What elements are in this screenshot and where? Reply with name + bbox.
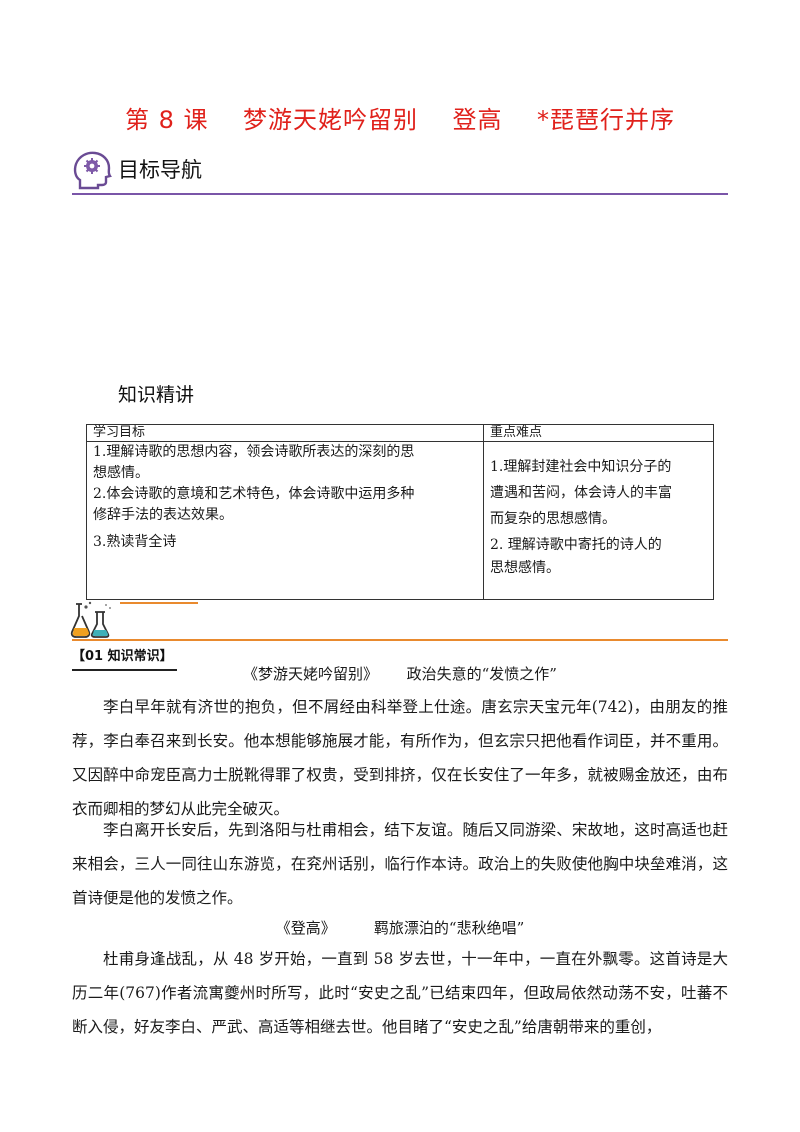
learning-goals-cell: 1.理解诗歌的思想内容，领会诗歌所表达的深刻的思 想感情。 2.体会诗歌的意境和…: [86, 441, 484, 600]
goal-line: 想感情。: [93, 465, 149, 481]
section-label: 【01 知识常识】: [72, 645, 177, 671]
goal-navigation-heading: 目标导航: [118, 158, 202, 182]
key-point-line: 而复杂的思想感情。: [490, 511, 616, 527]
section-accent-line: [120, 602, 198, 604]
goal-line: 1.理解诗歌的思想内容，领会诗歌所表达的深刻的思: [93, 444, 415, 460]
lesson-title: 第 8 课 梦游天姥吟留别 登高 *琵琶行并序: [124, 106, 676, 134]
goals-table-body-row: 1.理解诗歌的思想内容，领会诗歌所表达的深刻的思 想感情。 2.体会诗歌的意境和…: [86, 441, 714, 600]
key-point-line: 思想感情。: [490, 560, 560, 576]
section-divider: [72, 639, 728, 641]
key-point-line: 2. 理解诗歌中寄托的诗人的: [490, 537, 662, 553]
header-learning-goals: 学习目标: [86, 424, 484, 442]
paragraph: 李白离开长安后，先到洛阳与杜甫相会，结下友谊。随后又同游梁、宋故地，这时高适也赶…: [72, 821, 728, 907]
lab-flask-icon: [70, 601, 111, 638]
key-point-line: 遭遇和苦闷，体会诗人的丰富: [490, 485, 672, 501]
paragraph: 杜甫身逢战乱，从 48 岁开始，一直到 58 岁去世，十一年中，一直在外飘零。这…: [72, 950, 728, 1036]
poem-subheading: 《登高》 羁旅漂泊的“悲秋绝唱”: [275, 919, 525, 937]
paragraph: 李白早年就有济世的抱负，但不屑经由科举登上仕途。唐玄宗天宝元年(742)，由朋友…: [72, 698, 728, 818]
goal-line: 修辞手法的表达效果。: [93, 507, 233, 523]
goal-line: 2.体会诗歌的意境和艺术特色，体会诗歌中运用多种: [93, 486, 415, 502]
goals-table: 学习目标 重点难点 1.理解诗歌的思想内容，领会诗歌所表达的深刻的思 想感情。 …: [86, 424, 714, 600]
header-key-points: 重点难点: [483, 424, 714, 442]
poem-subheading: 《梦游天姥吟留别》 政治失意的“发愤之作”: [243, 665, 557, 683]
key-point-line: 1.理解封建社会中知识分子的: [490, 459, 672, 475]
goal-line: 3.熟读背全诗: [93, 534, 177, 550]
knowledge-heading: 知识精讲: [118, 384, 195, 406]
head-gears-icon: [73, 151, 112, 190]
key-points-cell: 1.理解封建社会中知识分子的 遭遇和苦闷，体会诗人的丰富 而复杂的思想感情。 2…: [483, 441, 714, 600]
nav-divider: [72, 193, 728, 195]
goals-table-header-row: 学习目标 重点难点: [86, 424, 714, 442]
